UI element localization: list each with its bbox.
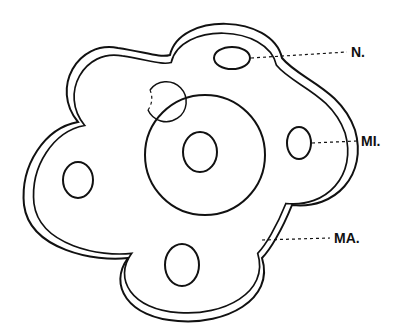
micronucleus — [287, 127, 311, 159]
overlapping-body-hidden — [148, 90, 152, 110]
cell-outer-wall — [24, 24, 358, 322]
part-label: MA. — [334, 231, 360, 245]
leader-line — [262, 238, 330, 240]
leader-line — [312, 141, 357, 143]
nucleus-n — [214, 47, 250, 69]
macronucleus — [165, 244, 199, 286]
left-nucleus — [63, 162, 93, 198]
part-label: MI. — [361, 134, 380, 148]
leader-line — [251, 52, 347, 58]
overlapping-body — [148, 82, 186, 122]
cell-inner-wall — [34, 33, 348, 313]
central-nucleus — [183, 132, 217, 172]
central-body — [145, 95, 265, 215]
part-label: N. — [351, 45, 365, 59]
